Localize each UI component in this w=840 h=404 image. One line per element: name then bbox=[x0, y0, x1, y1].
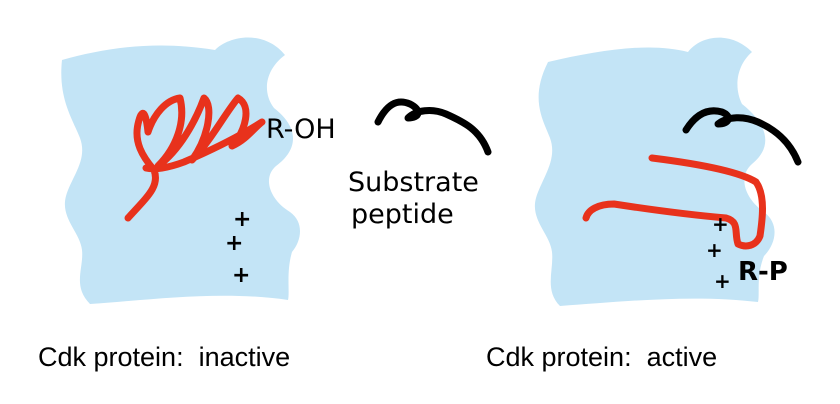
substrate-group: Substrate peptide bbox=[348, 98, 492, 230]
active-charge-3: + bbox=[714, 269, 731, 293]
active-charge-1: + bbox=[712, 212, 729, 236]
inactive-charge-3: + bbox=[232, 263, 250, 288]
substrate-label-line1: Substrate bbox=[348, 167, 479, 198]
inactive-charge-1: + bbox=[233, 207, 251, 232]
active-caption: Cdk protein: active bbox=[486, 342, 717, 372]
substrate-peptide bbox=[374, 98, 492, 156]
substrate-label-line2: peptide bbox=[351, 199, 454, 230]
active-bound-peptide bbox=[682, 107, 802, 166]
active-group-label: R-P bbox=[738, 257, 788, 287]
inactive-cdk-group: R-OH + + + bbox=[61, 37, 336, 304]
active-cdk-group: + + + R-P bbox=[534, 37, 802, 306]
active-protein-shape bbox=[534, 37, 775, 306]
inactive-group-label: R-OH bbox=[266, 114, 336, 145]
inactive-red-chain bbox=[124, 94, 266, 222]
inactive-protein-shape bbox=[61, 37, 300, 304]
inactive-charge-2: + bbox=[225, 231, 243, 256]
active-red-chain bbox=[582, 154, 766, 250]
active-charge-2: + bbox=[706, 238, 723, 262]
inactive-caption: Cdk protein: inactive bbox=[38, 342, 290, 372]
